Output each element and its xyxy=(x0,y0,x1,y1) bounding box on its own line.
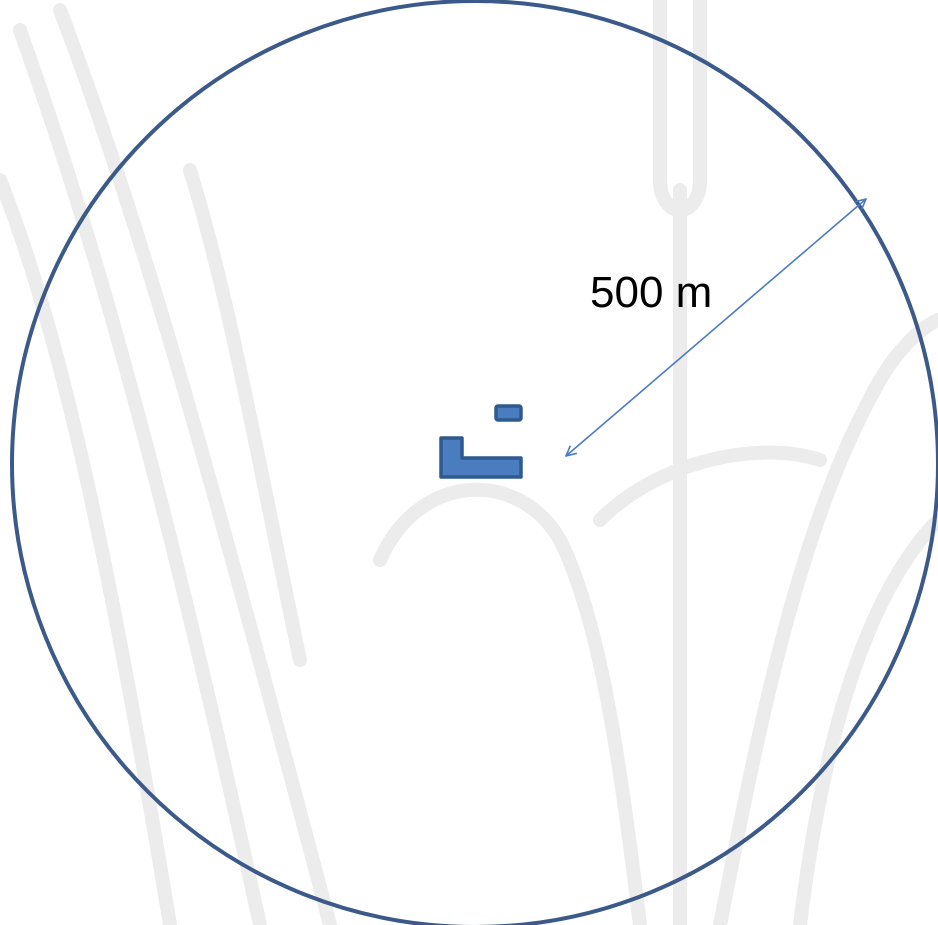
radius-circle xyxy=(10,0,938,925)
building-l-shape xyxy=(439,436,523,479)
building-group xyxy=(439,404,523,479)
building-small xyxy=(494,404,523,422)
radius-arrow xyxy=(566,199,866,456)
radius-label: 500 m xyxy=(590,268,712,317)
